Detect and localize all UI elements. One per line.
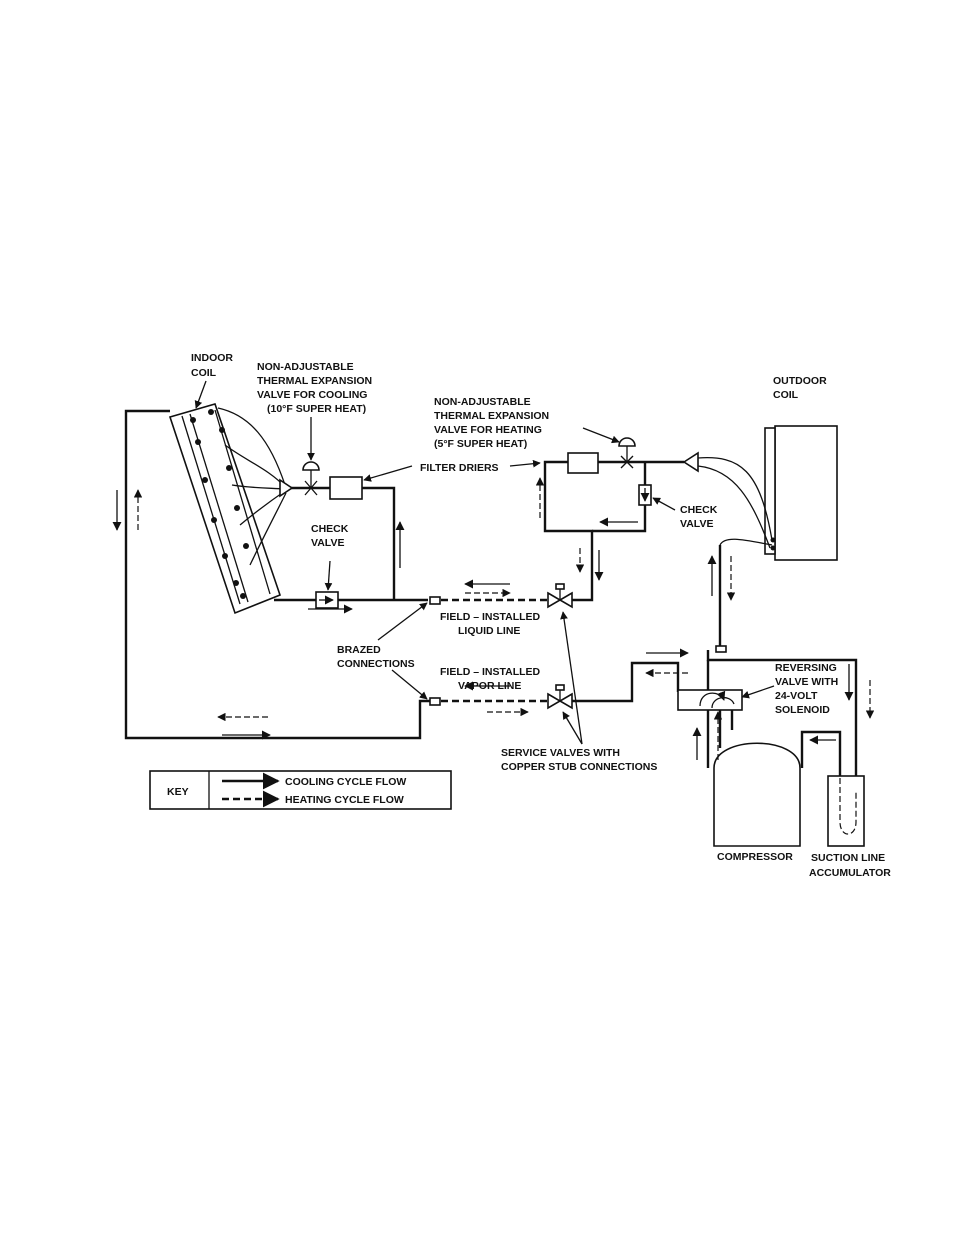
legend-key: KEY COOLING CYCLE FLOW HEATING CYCLE FLO… xyxy=(149,770,452,810)
label-reversing-valve: REVERSING VALVE WITH 24-VOLT SOLENOID xyxy=(775,662,841,716)
suction-accumulator xyxy=(827,775,865,847)
cooling-expansion-valve xyxy=(302,461,320,496)
label-heating-txv: NON-ADJUSTABLE THERMAL EXPANSION VALVE F… xyxy=(434,396,552,450)
key-heating-label: HEATING CYCLE FLOW xyxy=(285,794,404,806)
label-vapor-line: FIELD – INSTALLED VAPOR LINE xyxy=(440,666,543,692)
label-compressor: COMPRESSOR xyxy=(717,851,793,863)
check-valve-left xyxy=(315,591,339,609)
label-outdoor-coil: OUTDOOR COIL xyxy=(773,375,830,401)
heating-expansion-valve xyxy=(618,437,636,469)
label-check-valve-left: CHECK VALVE xyxy=(311,523,351,549)
label-accumulator: SUCTION LINE ACCUMULATOR xyxy=(809,852,891,879)
label-indoor-coil: INDOOR COIL xyxy=(191,352,236,379)
service-valve-vapor xyxy=(547,684,573,710)
outdoor-distributor xyxy=(682,451,699,473)
key-cooling-label: COOLING CYCLE FLOW xyxy=(285,776,406,788)
indoor-coil xyxy=(168,403,294,615)
brazed-connection-liquid xyxy=(429,596,441,605)
leader-lines xyxy=(194,380,775,745)
check-valve-right xyxy=(638,484,652,506)
label-liquid-line: FIELD – INSTALLED LIQUID LINE xyxy=(440,611,543,637)
reversing-valve xyxy=(677,645,743,711)
outdoor-coil xyxy=(697,425,838,561)
key-title: KEY xyxy=(167,786,189,798)
label-check-valve-right: CHECK VALVE xyxy=(680,504,720,530)
cooling-filter-drier xyxy=(329,476,363,500)
label-brazed-connections: BRAZED CONNECTIONS xyxy=(337,644,415,670)
label-filter-driers: FILTER DRIERS xyxy=(420,462,499,474)
label-service-valves: SERVICE VALVES WITH COPPER STUB CONNECTI… xyxy=(501,747,657,773)
flow-arrows xyxy=(112,477,875,760)
brazed-connection-vapor xyxy=(429,697,441,706)
labels: INDOOR COIL NON-ADJUSTABLE THERMAL EXPAN… xyxy=(191,352,891,879)
heating-filter-drier xyxy=(567,452,599,474)
label-cooling-txv: NON-ADJUSTABLE THERMAL EXPANSION VALVE F… xyxy=(257,361,375,415)
compressor xyxy=(713,742,801,847)
service-valve-liquid xyxy=(547,583,573,609)
